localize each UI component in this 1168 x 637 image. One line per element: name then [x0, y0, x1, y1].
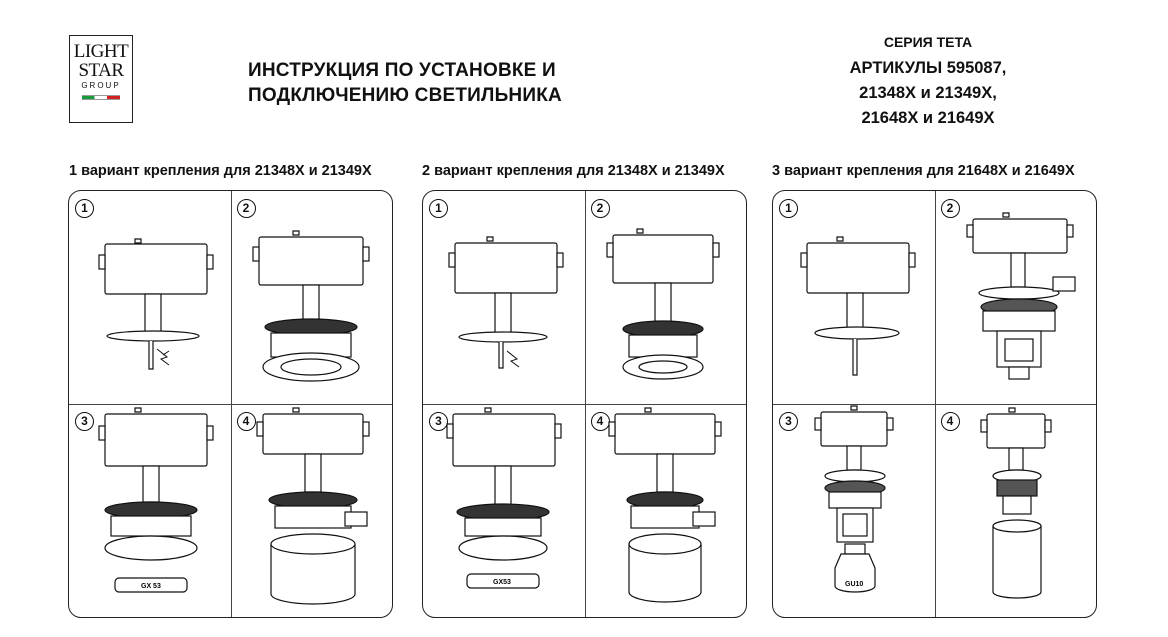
track-adapter-drawing: [448, 236, 564, 369]
series-name: СЕРИЯ TETA: [883, 34, 973, 50]
variant-3-step-1: 1: [773, 191, 935, 404]
mounting-ring-drawing: [605, 228, 720, 380]
variant-3-step-3: 3 GU10: [773, 404, 935, 617]
lamp-base-label: GX 53: [141, 583, 161, 590]
document-title: ИНСТРУКЦИЯ ПО УСТАНОВКЕ И ПОДКЛЮЧЕНИЮ СВ…: [248, 58, 562, 108]
variant-2-panel: 1 2: [422, 190, 747, 618]
italian-flag-stripe: [82, 95, 120, 100]
variant-1-step-2: 2: [231, 191, 393, 404]
step-number: 1: [779, 199, 798, 218]
articles-line-3: 21648Х и 21649Х: [861, 109, 995, 127]
articles-line-1: АРТИКУЛЫ 595087,: [849, 59, 1007, 77]
variant-3-label: 3 вариант крепления для 21648Х и 21649Х: [772, 163, 1075, 179]
variant-3-step-2: 2: [935, 191, 1097, 404]
variant-2-step-1: 1: [423, 191, 585, 404]
lamp-base-label: GU10: [845, 581, 863, 588]
mounting-ring-drawing: [251, 230, 370, 382]
title-line-2: ПОДКЛЮЧЕНИЮ СВЕТИЛЬНИКА: [248, 85, 562, 106]
step-number: 1: [429, 199, 448, 218]
lamp-insert-drawing: GX53: [446, 407, 562, 589]
assembled-luminaire-drawing: [607, 407, 722, 603]
variant-3-step-4: 4: [935, 404, 1097, 617]
lamp-insert-drawing: GX 53: [98, 407, 214, 593]
logo-line-3: GROUP: [81, 81, 121, 90]
track-adapter-drawing: [98, 238, 214, 370]
series-articles: АРТИКУЛЫ 595087, 21348Х и 21349Х, 21648Х…: [820, 56, 1036, 131]
variant-3-panel: 1 2: [772, 190, 1097, 618]
assembled-luminaire-drawing: [255, 407, 370, 605]
gu10-housing-drawing: [965, 212, 1076, 380]
variant-1-panel: 1 2: [68, 190, 393, 618]
variant-1-step-3: 3 GX 53: [69, 404, 231, 617]
step-number: 4: [236, 412, 256, 431]
step-number: 3: [75, 412, 94, 431]
variant-2-step-2: 2: [585, 191, 747, 404]
lightstar-logo: LIGHT STAR GROUP: [69, 35, 133, 123]
gu10-lamp-insert-drawing: GU10: [814, 405, 894, 593]
series-info: СЕРИЯ TETA АРТИКУЛЫ 595087, 21348Х и 213…: [820, 32, 1036, 131]
variant-2-label: 2 вариант крепления для 21348Х и 21349Х: [422, 163, 725, 179]
variant-2-step-4: 4: [585, 404, 747, 617]
variant-2-step-3: 3 GX53: [423, 404, 585, 617]
variant-1-label: 1 вариант крепления для 21348Х и 21349Х: [69, 163, 372, 179]
track-adapter-drawing: [800, 236, 916, 376]
step-number: 1: [75, 199, 94, 218]
step-number: 2: [236, 199, 256, 218]
step-number: 2: [940, 199, 960, 218]
articles-line-2: 21348Х и 21349Х,: [859, 84, 997, 102]
logo-line-1: LIGHT: [73, 41, 129, 62]
assembled-cylinder-luminaire-drawing: [979, 407, 1052, 599]
lamp-base-label: GX53: [493, 579, 511, 586]
step-number: 3: [779, 412, 798, 431]
step-number: 3: [429, 412, 448, 431]
variant-1-step-4: 4: [231, 404, 393, 617]
title-line-1: ИНСТРУКЦИЯ ПО УСТАНОВКЕ И: [248, 60, 556, 81]
step-number: 4: [940, 412, 960, 431]
variant-1-step-1: 1: [69, 191, 231, 404]
logo-line-2: STAR: [78, 60, 124, 81]
step-number: 2: [590, 199, 610, 218]
